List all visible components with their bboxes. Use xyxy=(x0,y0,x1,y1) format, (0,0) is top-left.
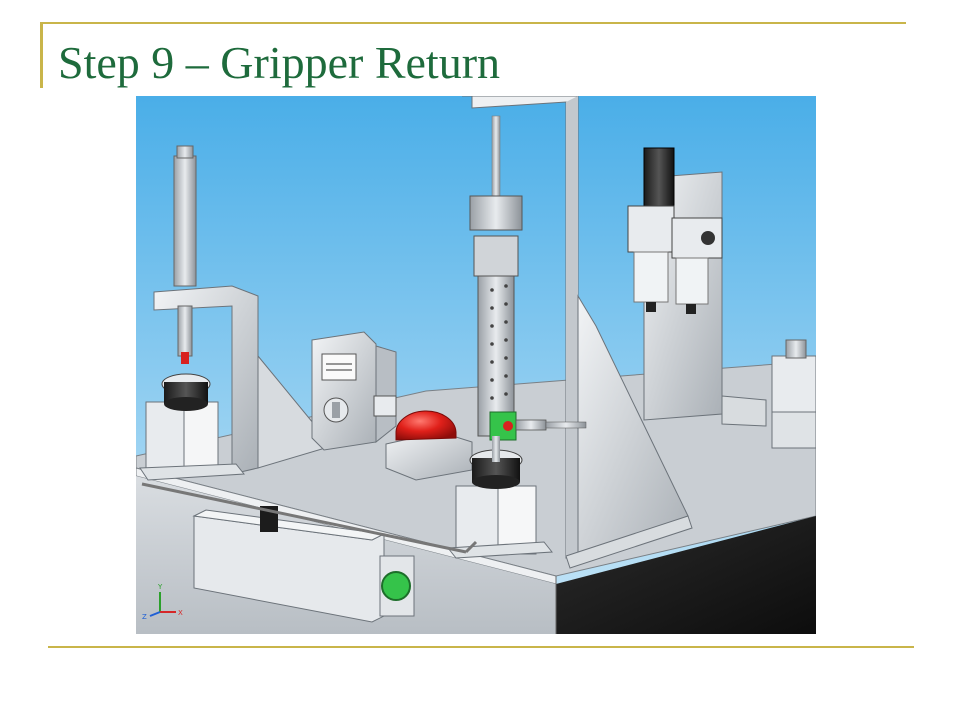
cad-render-image: Y X Z xyxy=(136,96,816,634)
top-rule xyxy=(40,22,906,24)
cad-render-figure: Y X Z xyxy=(136,96,816,634)
triad-y-label: Y xyxy=(157,583,163,591)
bottom-rule xyxy=(48,646,914,648)
slide-title: Step 9 – Gripper Return xyxy=(58,37,501,88)
title-accent-bar xyxy=(40,22,43,88)
triad-x-label: X xyxy=(178,609,183,617)
triad-z-label: Z xyxy=(142,613,147,621)
